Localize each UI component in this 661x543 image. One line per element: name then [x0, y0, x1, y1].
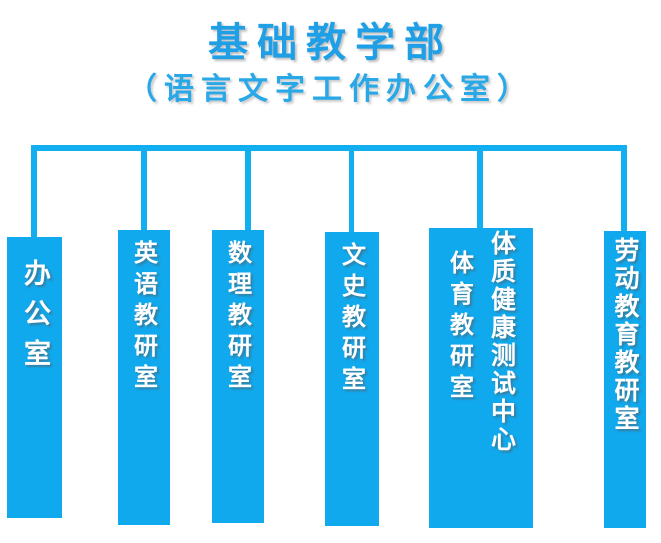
connector-drop-4	[349, 145, 354, 232]
org-node-label: 劳动教育教研室	[611, 237, 640, 433]
connector-drop-6	[621, 145, 627, 231]
connector-drop-5	[477, 145, 483, 228]
connector-horizontal-bus	[31, 145, 627, 151]
org-node-label-secondary: 体质健康测试中心	[487, 230, 517, 454]
org-node-label-primary: 体育教研室	[445, 250, 474, 405]
org-node-physical-education[interactable]: 体育教研室 体质健康测试中心	[429, 228, 533, 528]
connector-drop-2	[141, 145, 147, 230]
org-node-literature-history-teaching-office[interactable]: 文史教研室	[325, 232, 379, 526]
org-node-labor-education-teaching-office[interactable]: 劳动教育教研室	[604, 231, 646, 528]
org-node-office[interactable]: 办公室	[7, 237, 62, 518]
org-node-label: 办公室	[19, 259, 50, 379]
chart-title-block: 基础教学部 （语言文字工作办公室）	[0, 18, 661, 110]
connector-drop-1	[31, 145, 37, 238]
org-node-english-teaching-office[interactable]: 英语教研室	[118, 230, 170, 525]
org-node-label: 英语教研室	[129, 240, 158, 395]
org-node-math-science-teaching-office[interactable]: 数理教研室	[212, 230, 264, 523]
org-node-label: 数理教研室	[223, 240, 252, 395]
page-subtitle: （语言文字工作办公室）	[127, 72, 534, 107]
org-node-label: 文史教研室	[337, 242, 366, 397]
page-title: 基础教学部	[208, 20, 453, 66]
connector-drop-3	[245, 145, 251, 230]
